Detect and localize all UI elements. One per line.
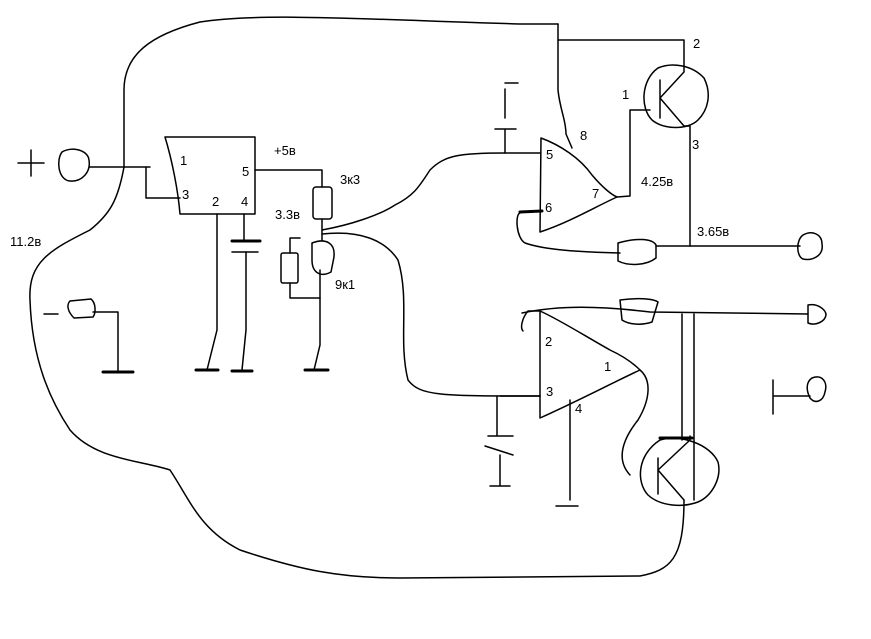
- voltage-3-65v-label: 3.65в: [697, 224, 729, 239]
- u3-pin-1: 1: [604, 359, 611, 374]
- output-3-65v: [617, 232, 823, 266]
- output-top-right: [521, 297, 827, 501]
- regulator-u1: [145, 136, 323, 373]
- u2-pin-6: 6: [545, 200, 552, 215]
- plus-terminal: [17, 148, 151, 182]
- u3-pin-2: 2: [545, 334, 552, 349]
- opamp-u2: [494, 23, 651, 254]
- u2-pin-5: 5: [546, 147, 553, 162]
- u1-pin-2: 2: [212, 194, 219, 209]
- q1-pin-2: 2: [693, 36, 700, 51]
- u1-pin-5: 5: [242, 164, 249, 179]
- spare-connector: [772, 376, 827, 415]
- voltage-3-3v-label: 3.3в: [275, 207, 300, 222]
- u1-pin-3: 3: [182, 187, 189, 202]
- u3-pin-3: 3: [546, 384, 553, 399]
- transistor-q1: [557, 39, 710, 247]
- u1-pin-1: 1: [180, 153, 187, 168]
- resistor-9k1-label: 9к1: [335, 277, 355, 292]
- voltage-input-label: 11.2в: [10, 234, 41, 249]
- outer-loop-wire: [123, 16, 559, 168]
- left-loop-wire: [29, 166, 685, 579]
- transistor-q2: [639, 435, 720, 507]
- u1-pin-4: 4: [241, 194, 248, 209]
- resistor-9k1: [280, 229, 541, 397]
- resistor-3k3: [312, 152, 541, 231]
- voltage-5v-label: +5в: [274, 143, 296, 158]
- u2-pin-8: 8: [580, 128, 587, 143]
- q1-pin-3: 3: [692, 137, 699, 152]
- u3-pin-4: 4: [575, 401, 582, 416]
- q1-pin-1: 1: [622, 87, 629, 102]
- u2-pin-7: 7: [592, 186, 599, 201]
- resistor-3k3-label: 3к3: [340, 172, 360, 187]
- voltage-4-25v-label: 4.25в: [641, 174, 673, 189]
- minus-terminal: [43, 298, 135, 374]
- opamp-u3: [484, 310, 649, 507]
